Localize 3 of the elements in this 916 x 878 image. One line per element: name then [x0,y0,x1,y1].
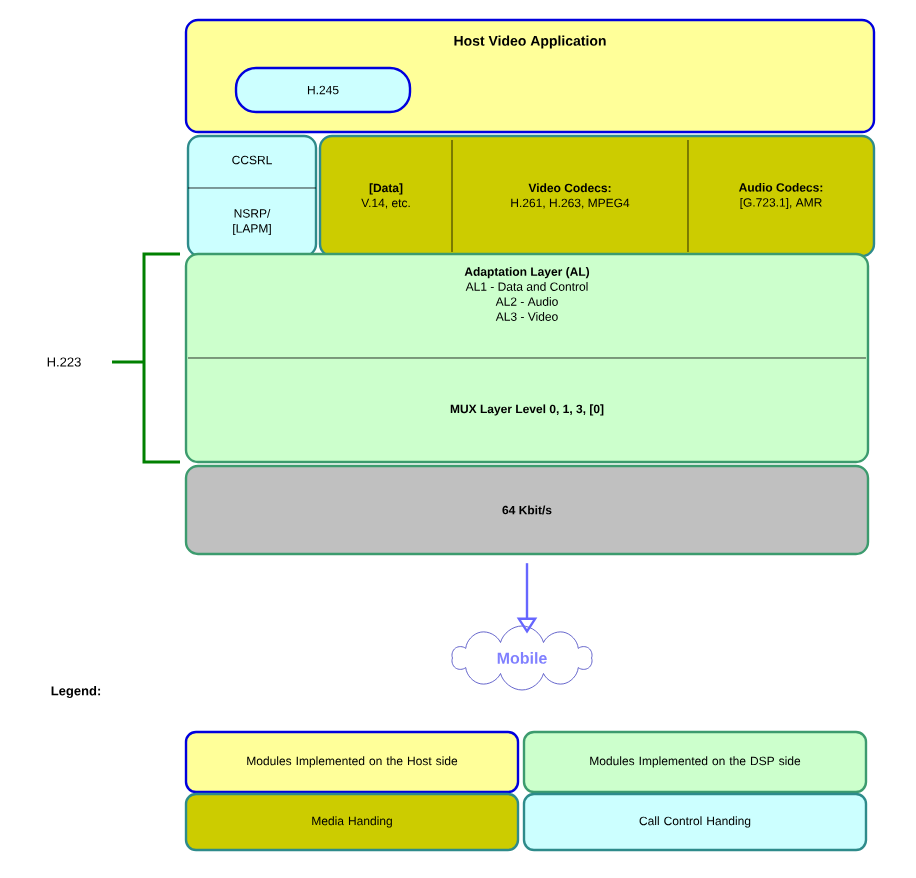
codec-box [318,134,876,258]
layer-box [184,252,870,464]
cloud: Mobile [451,625,593,691]
